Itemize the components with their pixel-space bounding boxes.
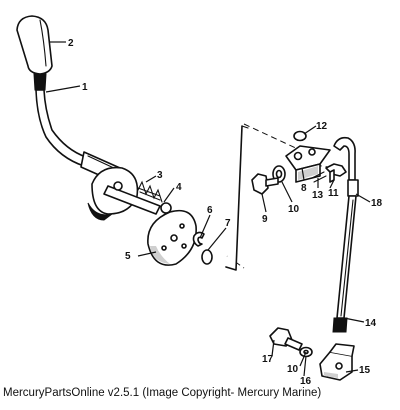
detent-plate xyxy=(147,209,197,266)
shift-lever xyxy=(33,73,121,184)
callout-13: 13 xyxy=(312,190,324,201)
callout-10-lower: 10 xyxy=(287,364,299,375)
exploded-view-drawing: 2 1 3 4 5 6 7 8 9 10 11 12 13 14 15 16 1… xyxy=(16,15,383,385)
shift-knob xyxy=(16,15,53,75)
e-clip xyxy=(192,231,205,247)
callout-6: 6 xyxy=(207,205,213,216)
copyright-caption: MercuryPartsOnline v2.5.1 (Image Copyrig… xyxy=(3,387,322,399)
lock-washer xyxy=(293,130,307,142)
callout-8: 8 xyxy=(301,183,307,194)
lever-base-plate xyxy=(87,166,161,221)
callout-16: 16 xyxy=(300,376,312,385)
o-ring xyxy=(201,249,213,265)
clevis-pin xyxy=(325,163,347,183)
rod-clamp xyxy=(319,343,355,381)
callout-numbers: 2 1 3 4 5 6 7 8 9 10 11 12 13 14 15 16 1… xyxy=(68,38,383,385)
callout-15: 15 xyxy=(359,365,371,376)
callout-leaders xyxy=(45,41,371,377)
callout-17: 17 xyxy=(262,354,274,365)
callout-7: 7 xyxy=(225,218,231,229)
callout-5: 5 xyxy=(125,251,131,262)
bolt-upper xyxy=(251,173,279,195)
callout-9: 9 xyxy=(262,214,268,225)
clevis-bracket xyxy=(285,145,331,183)
bolt-lower xyxy=(269,327,303,351)
flat-washer-upper xyxy=(272,165,286,183)
callout-3: 3 xyxy=(157,170,163,181)
callout-18: 18 xyxy=(371,198,383,209)
callout-14: 14 xyxy=(365,318,377,329)
callout-1: 1 xyxy=(82,82,88,93)
cotter-pin xyxy=(311,171,327,183)
callout-11: 11 xyxy=(328,188,339,199)
detent-spring xyxy=(137,180,163,203)
shift-rod xyxy=(332,136,359,333)
callout-12: 12 xyxy=(316,121,328,132)
callout-4: 4 xyxy=(176,182,182,193)
mounting-bracket xyxy=(225,125,249,271)
callout-10-upper: 10 xyxy=(288,204,300,215)
callout-2: 2 xyxy=(68,38,74,49)
